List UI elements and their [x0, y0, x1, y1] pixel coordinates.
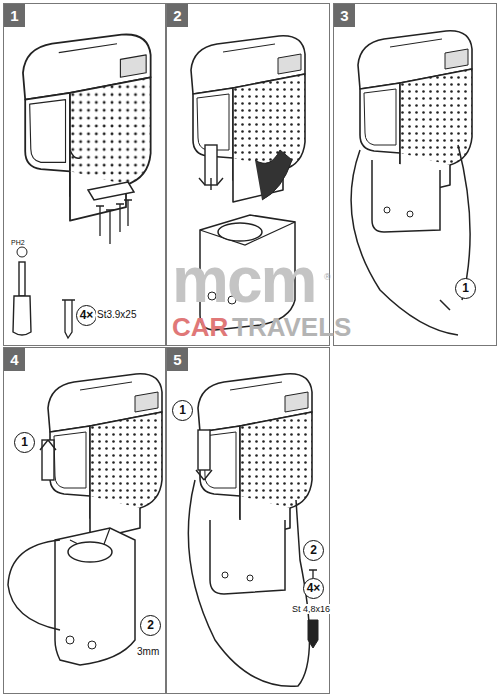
- callout-number: 2: [140, 615, 161, 636]
- callout-number: 4×: [76, 305, 97, 326]
- callout-number: 4×: [303, 578, 324, 599]
- step-number: 2: [167, 4, 188, 27]
- screw-size: St3.9x25: [96, 309, 137, 320]
- callout-number: 1: [172, 400, 193, 421]
- step-panel: 1: [3, 3, 166, 346]
- screwdriver-size: PH2: [10, 239, 26, 246]
- watermark: mcm: [172, 248, 315, 312]
- watermark: TRAVELS: [232, 314, 351, 340]
- step-number: 1: [4, 4, 25, 27]
- allen-key-size: 3mm: [136, 646, 160, 657]
- watermark: ®: [324, 272, 331, 282]
- step-number: 3: [334, 4, 355, 27]
- step-panel: 4: [3, 347, 166, 694]
- callout-number: 1: [14, 432, 35, 453]
- step-number: 4: [4, 348, 25, 371]
- callout-number: 1: [455, 278, 476, 299]
- callout-number: 2: [303, 540, 324, 561]
- watermark: CAR: [172, 314, 228, 340]
- step-number: 5: [167, 348, 188, 371]
- screw-size: St 4,8x16: [291, 604, 331, 614]
- step-panel: 5: [166, 347, 330, 694]
